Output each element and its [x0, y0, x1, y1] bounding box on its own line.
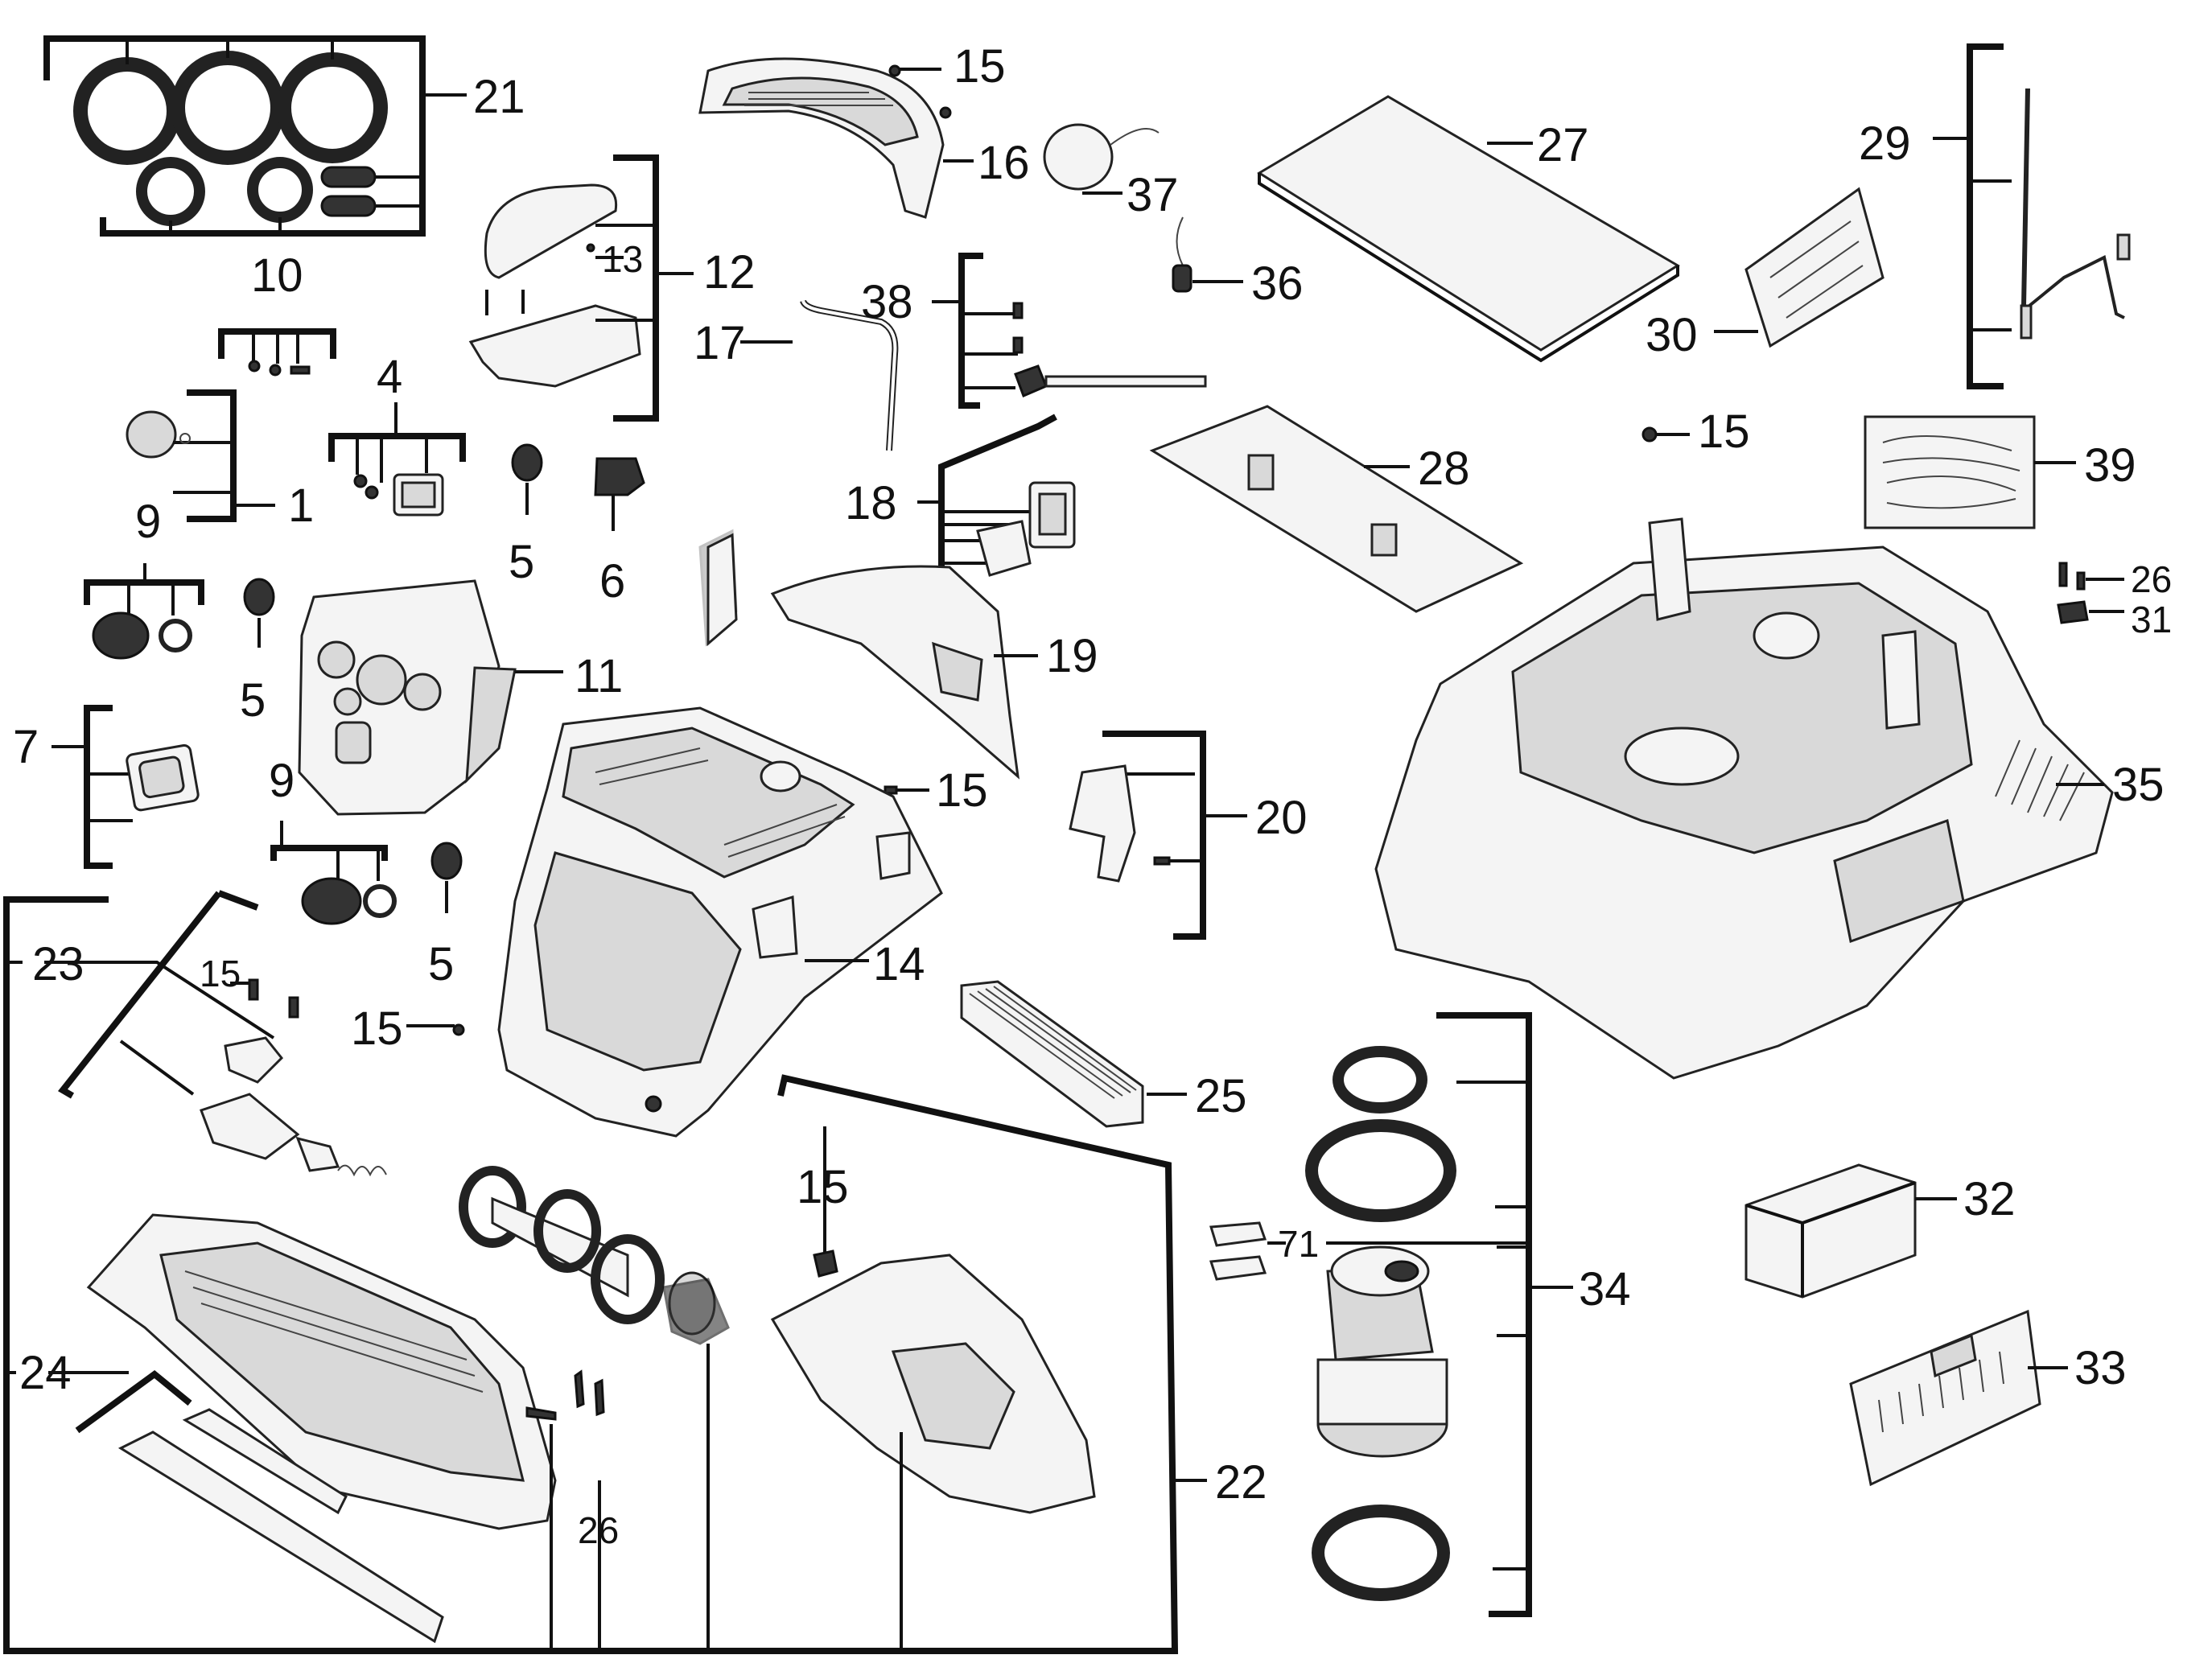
part-15-screw-c	[406, 1023, 465, 1036]
part-6-clip	[594, 457, 645, 531]
bracket-23	[58, 890, 259, 1099]
label-15-a: 15	[954, 40, 1006, 93]
label-33: 33	[2074, 1342, 2127, 1394]
label-26-b: 26	[578, 1509, 619, 1551]
part-35-base-chassis	[1374, 517, 2114, 1080]
part-24-water-tray	[6, 1213, 557, 1644]
part-22-pump-shaft	[459, 1166, 730, 1651]
part-14-main-housing	[497, 706, 943, 1138]
label-5-c: 5	[428, 938, 454, 990]
label-5-b: 5	[240, 674, 266, 727]
part-36-sensor	[1172, 216, 1243, 293]
part-21-seal-kit	[43, 35, 467, 237]
part-5-connector-b	[243, 578, 275, 648]
part-25-filter	[960, 980, 1187, 1128]
label-29: 29	[1859, 117, 1911, 170]
part-34-motor-assembly	[1305, 1012, 1573, 1617]
part-7-socket	[51, 705, 200, 869]
part-16-top-grille	[698, 57, 974, 219]
label-15-d: 15	[1698, 405, 1750, 458]
label-11: 11	[575, 650, 623, 702]
label-15-f: 15	[797, 1161, 849, 1213]
label-5-a: 5	[509, 536, 534, 588]
label-36: 36	[1251, 257, 1304, 310]
part-33-vent-grille	[1849, 1309, 2068, 1487]
part-26-screws-lower	[525, 1369, 605, 1651]
label-37: 37	[1127, 169, 1179, 221]
label-17: 17	[694, 317, 746, 369]
part-1-control-knob	[126, 389, 275, 522]
label-23: 23	[32, 938, 84, 990]
label-9-a: 9	[135, 496, 161, 548]
part-9-knob-ring-b	[270, 821, 397, 925]
label-14: 14	[873, 938, 925, 990]
part-19-side-cover	[698, 529, 1038, 780]
part-10-fastener-set	[218, 328, 336, 377]
label-15-e: 15	[200, 953, 241, 994]
part-23-water-valve	[6, 961, 387, 1177]
part-22-pump-housing	[770, 1126, 1207, 1651]
part-29-rod-assembly	[1933, 43, 2131, 389]
label-39: 39	[2084, 439, 2136, 492]
label-25: 25	[1195, 1070, 1247, 1122]
part-12-handle-assembly	[468, 154, 694, 422]
label-16: 16	[978, 137, 1030, 189]
part-15-screw-d	[1641, 426, 1690, 443]
part-17-rod	[740, 299, 899, 451]
part-28-relay-board	[1149, 405, 1524, 613]
label-19: 19	[1046, 630, 1098, 682]
part-37-switch-cap	[1043, 123, 1160, 195]
label-6: 6	[599, 555, 625, 607]
label-38: 38	[861, 276, 913, 328]
part-4-valve-assembly	[328, 402, 466, 517]
label-35: 35	[2112, 759, 2165, 811]
label-27: 27	[1537, 119, 1589, 171]
label-15-b: 15	[936, 764, 988, 817]
label-18: 18	[845, 477, 897, 529]
part-30-pcb	[1714, 187, 1885, 348]
part-5-connector-c	[430, 842, 463, 913]
label-9-b: 9	[269, 755, 295, 807]
label-26-a: 26	[2131, 558, 2172, 600]
part-5-connector-a	[511, 443, 543, 515]
label-34: 34	[1579, 1263, 1631, 1315]
part-32-box	[1744, 1163, 1957, 1299]
part-11-control-panel	[298, 579, 563, 816]
part-9-knob-ring-a	[84, 563, 204, 660]
label-4: 4	[377, 351, 402, 403]
part-39-wiring-harness	[1864, 415, 2076, 529]
label-28: 28	[1418, 443, 1470, 495]
part-20-latch	[1069, 731, 1247, 940]
label-31: 31	[2131, 599, 2172, 640]
label-13: 13	[602, 238, 643, 280]
label-22: 22	[1215, 1456, 1267, 1509]
label-10: 10	[251, 249, 303, 302]
part-15-screw-b	[884, 785, 929, 795]
label-15-c: 15	[351, 1002, 403, 1055]
part-38-flow-assembly	[932, 253, 1207, 409]
label-24: 24	[19, 1347, 72, 1399]
label-12: 12	[703, 246, 756, 298]
label-1: 1	[288, 480, 314, 532]
bracket-large-left	[3, 896, 1179, 1654]
label-71: 71	[1278, 1223, 1319, 1265]
part-27-cover-panel	[1257, 95, 1680, 363]
part-71-carbon-brushes	[1209, 1221, 1529, 1281]
label-32: 32	[1963, 1173, 2016, 1225]
label-30: 30	[1646, 309, 1698, 361]
label-7: 7	[13, 721, 39, 773]
part-26-31-screws	[2057, 562, 2124, 624]
label-20: 20	[1255, 792, 1308, 844]
bracket-24	[75, 1369, 192, 1434]
label-21: 21	[473, 71, 525, 123]
